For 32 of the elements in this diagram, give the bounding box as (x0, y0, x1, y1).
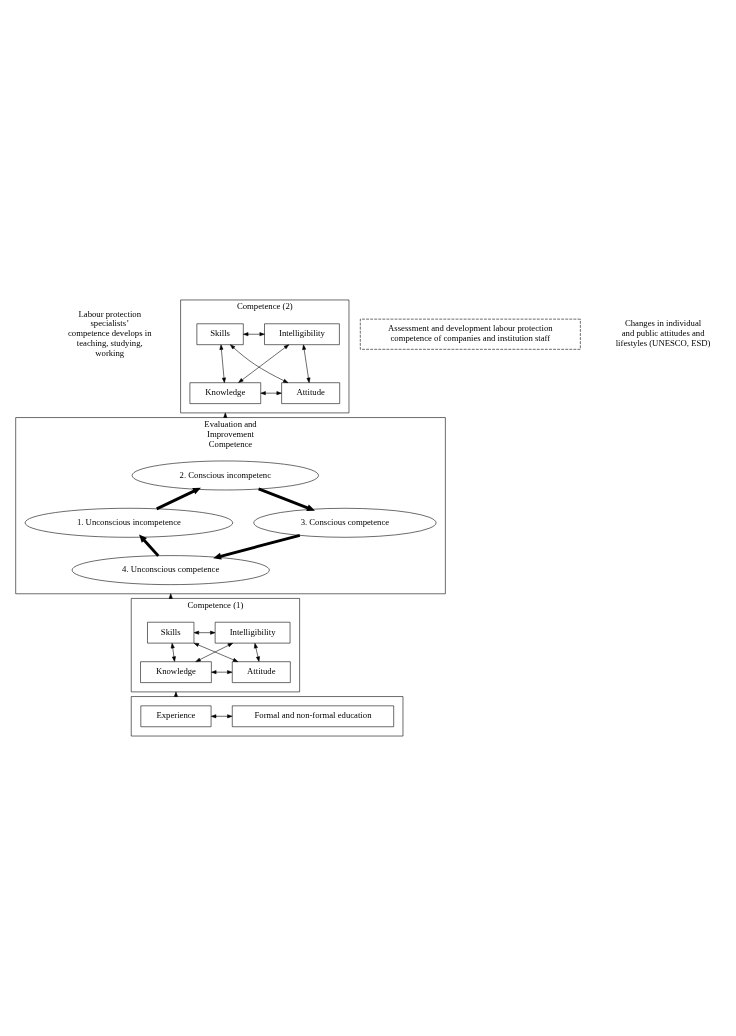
arrow (156, 487, 201, 511)
node-box: Knowledge (189, 382, 261, 404)
node-box: Formal and non-formal education (232, 705, 394, 728)
node-box: Knowledge (140, 661, 212, 683)
arrow (213, 533, 301, 560)
arrow (254, 643, 260, 662)
node-ellipse: 3. Conscious competence (253, 507, 437, 538)
node-ellipse: 1. Unconscious incompetence (24, 507, 234, 538)
arrow (258, 487, 315, 512)
node-box: Assessment and development labour protection competence of companies and institution staff (360, 318, 581, 350)
arrow (193, 642, 239, 662)
label: Changes in individual and public attitudes and lifestyles (UNESCO, ESD) (615, 318, 711, 349)
node-box: Skills (196, 323, 244, 345)
node-ellipse: 2. Conscious incompetenc (131, 460, 319, 491)
node-box: Experience (140, 705, 212, 728)
arrow (219, 344, 226, 383)
node-box: Intelligibility (214, 621, 291, 644)
arrow (170, 643, 176, 662)
node-box: Intelligibility (264, 323, 340, 345)
node-ellipse: 4. Unconscious competence (71, 555, 270, 585)
arrow (211, 670, 233, 675)
node-box: Skills (147, 621, 195, 644)
arrow (193, 630, 216, 635)
node-box: Attitude (232, 661, 291, 683)
arrow (195, 642, 233, 662)
arrow (243, 332, 265, 337)
label: Labour protection specialists’ competence develops in teaching, studying, working (68, 308, 152, 358)
arrow (211, 714, 233, 719)
arrow (139, 534, 160, 557)
arrow (260, 391, 282, 396)
node-box: Attitude (281, 382, 340, 404)
arrow (302, 344, 311, 383)
